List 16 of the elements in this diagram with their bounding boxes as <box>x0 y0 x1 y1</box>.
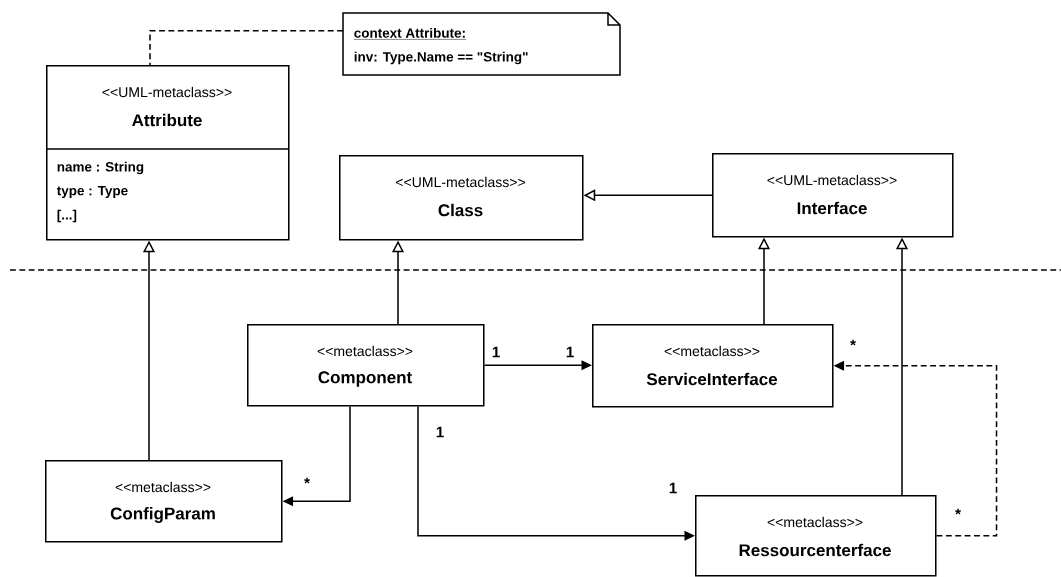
class-box: <<UML-metaclass>> Class <box>339 155 584 241</box>
multiplicity-label: * <box>304 477 310 484</box>
multiplicity-label: 1 <box>492 346 500 358</box>
multiplicity-label: 1 <box>436 426 444 438</box>
class-box: <<metaclass>> Ressourcenterface <box>695 495 937 577</box>
class-box: <<metaclass>> Component <box>247 324 485 407</box>
class-box: <<UML-metaclass>> Interface <box>712 153 954 238</box>
class-box: <<metaclass>> ConfigParam <box>45 460 283 543</box>
multiplicity-label: 1 <box>566 346 574 358</box>
class-box: <<metaclass>> ServiceInterface <box>592 324 834 408</box>
multiplicity-label: * <box>850 339 856 346</box>
multiplicity-label: 1 <box>669 482 677 494</box>
leader-line <box>149 30 344 66</box>
note-box: context Attribute: inv: Type.Name == "String" <box>342 12 621 76</box>
multiplicity-label: * <box>955 508 961 515</box>
class-box: <<UML-metaclass>> Attribute name : String type : Type [...] <box>45 65 290 241</box>
